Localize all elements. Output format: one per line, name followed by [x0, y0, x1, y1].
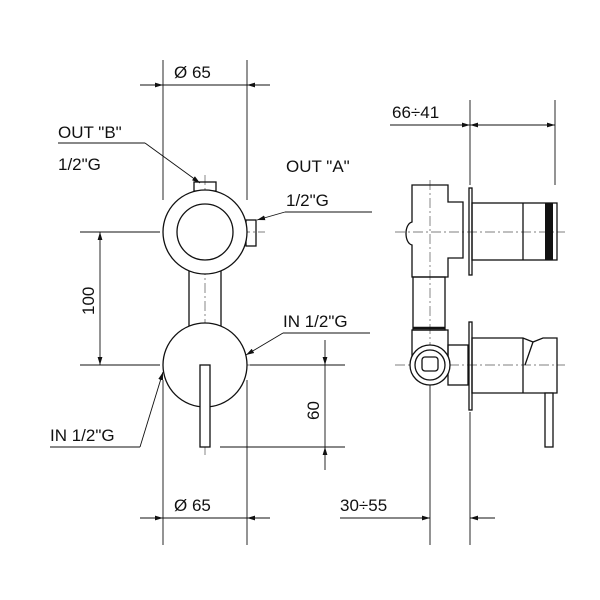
inlet-connection: [409, 344, 451, 386]
diverter-rosette: [162, 189, 248, 275]
out-a-size: 1/2"G: [286, 191, 329, 210]
side-pipe: [412, 276, 446, 331]
out-a-label: OUT "A": [286, 157, 350, 176]
side-lever: [544, 392, 554, 448]
out-b-size: 1/2"G: [58, 155, 101, 174]
diameter-top-label: Ø 65: [174, 63, 211, 82]
center-distance-label: 100: [79, 287, 98, 315]
diverter-handle: [471, 202, 558, 261]
out-b-label: OUT "B": [58, 123, 122, 142]
side-view: 66÷41 30÷55: [340, 100, 565, 545]
diameter-bottom-label: Ø 65: [174, 496, 211, 515]
front-view: Ø 65 Ø 65 100 60 OUT "B" 1/2"G OUT "A" 1…: [50, 60, 372, 545]
depth-range-label: 30÷55: [340, 496, 387, 515]
mixer-handle: [471, 337, 558, 394]
in-left-label: IN 1/2"G: [50, 426, 115, 445]
in-right-label: IN 1/2"G: [283, 312, 348, 331]
projection-range-label: 66÷41: [392, 103, 439, 122]
knurled-band: [545, 203, 553, 260]
diverter-knob: [176, 203, 234, 261]
mixer-lever: [199, 364, 211, 448]
diverter-body: [405, 184, 464, 278]
lever-offset-label: 60: [304, 401, 323, 420]
